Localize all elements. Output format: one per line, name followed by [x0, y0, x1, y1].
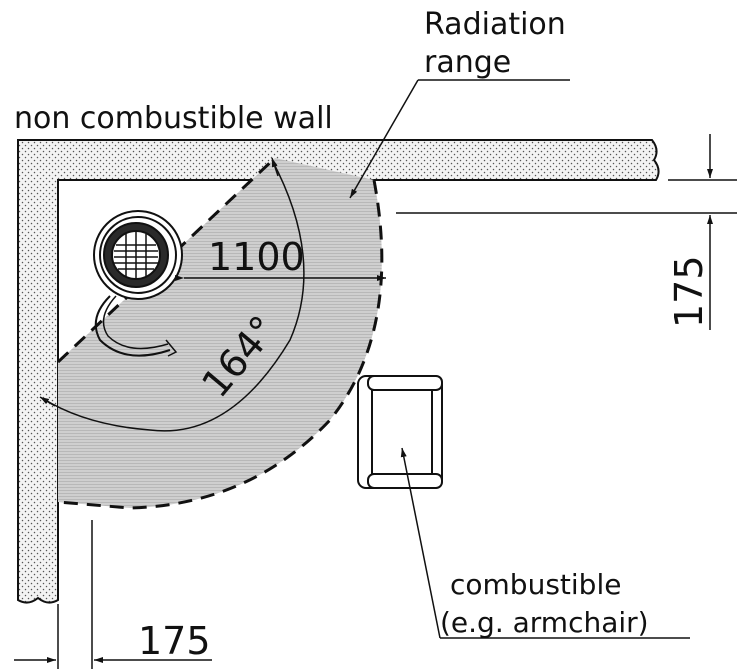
- wall-label: non combustible wall: [14, 101, 333, 136]
- combustible-label-line2: (e.g. armchair): [440, 606, 649, 639]
- radiation-range-label-line2: range: [424, 45, 511, 80]
- angle-arc: [41, 159, 305, 432]
- radius-label: 1100: [208, 235, 305, 279]
- radiation-range-area: [58, 158, 382, 508]
- combustible-label-line1: combustible: [450, 568, 621, 601]
- combustible-leader: [400, 447, 441, 639]
- non-combustible-wall: [17, 139, 660, 604]
- bottom-distance-label: 175: [138, 619, 211, 663]
- radiation-range-label-line1: Radiation: [424, 7, 566, 42]
- stove-icon: [93, 210, 183, 357]
- radiation-leader: [349, 79, 419, 199]
- armchair-icon: [357, 375, 443, 489]
- right-distance-label: 175: [667, 255, 711, 328]
